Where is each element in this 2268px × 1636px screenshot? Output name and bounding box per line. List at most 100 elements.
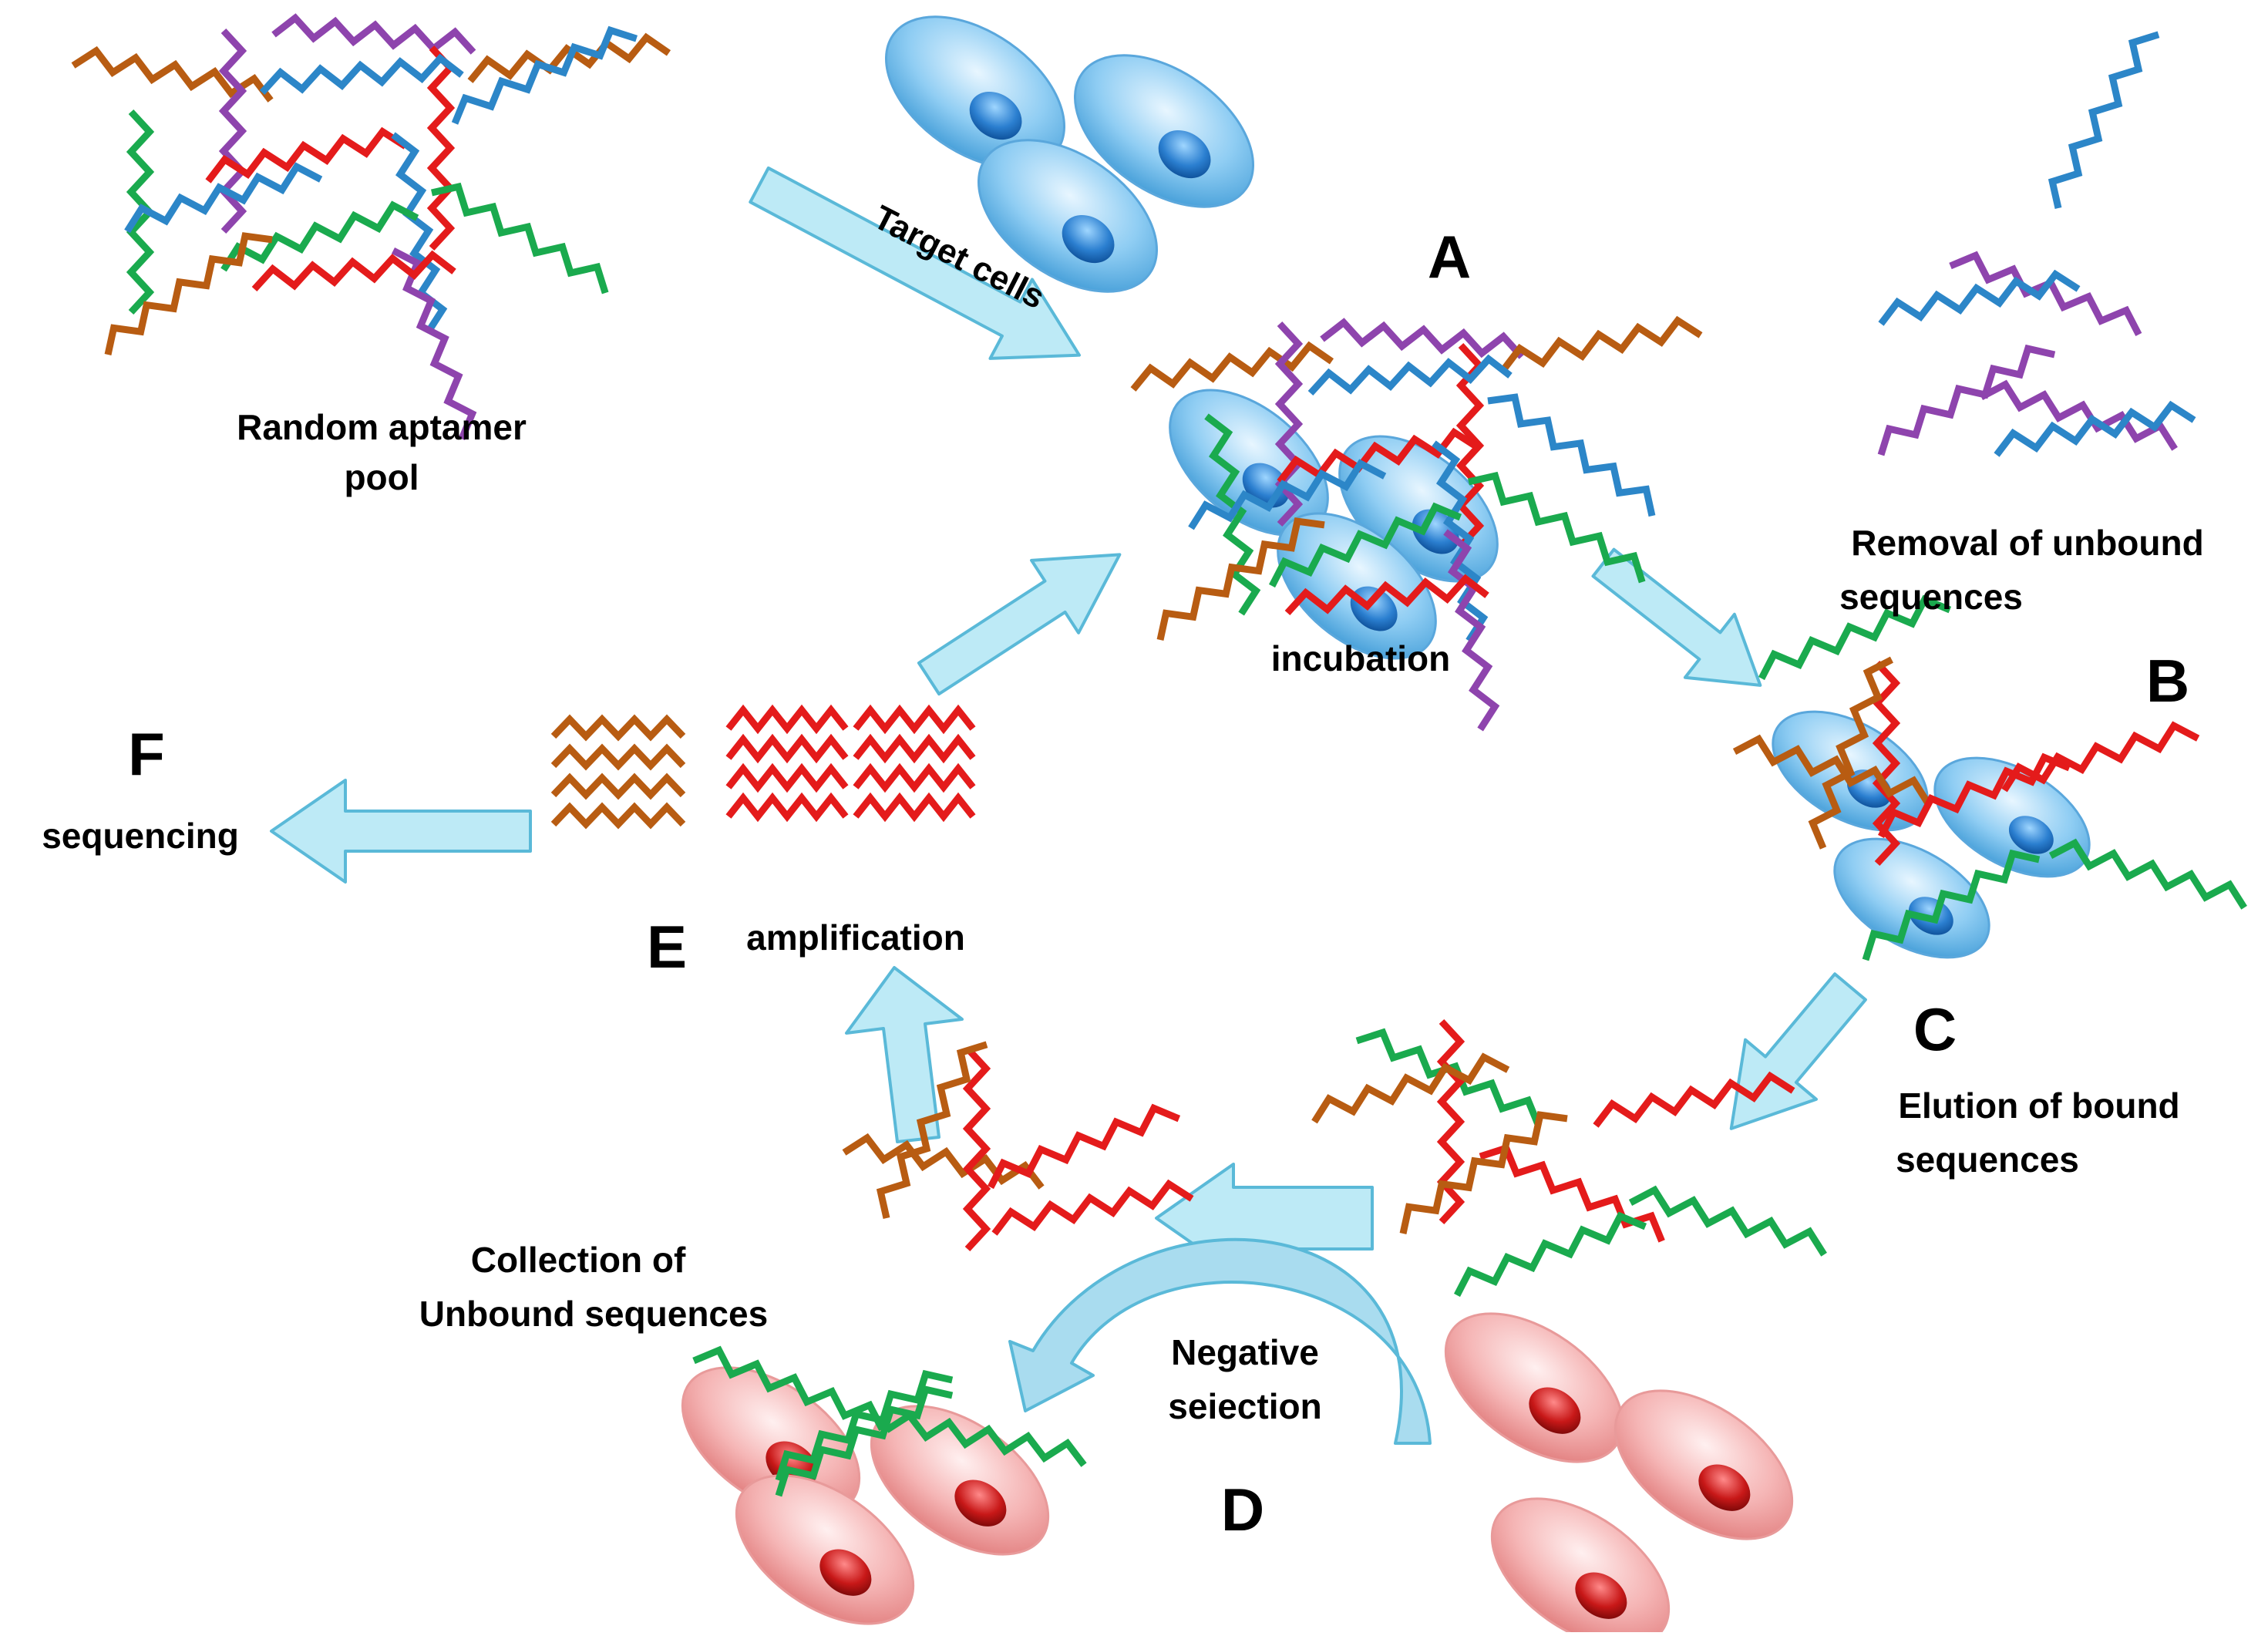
collection-label-line1: Collection of — [471, 1240, 686, 1280]
control-cell-nucleus — [1575, 1572, 1627, 1619]
negative-label-line1: Negative — [1171, 1332, 1319, 1372]
red-aptamer-strand — [725, 704, 849, 735]
target-cell-nucleus — [1158, 130, 1211, 179]
purple-aptamer-strand — [218, 28, 247, 234]
flow-arrows — [270, 166, 1867, 1445]
arrow-feedback-to-a — [917, 553, 1122, 696]
orange-aptamer-strand — [1732, 734, 1931, 806]
removal-label-line2: sequences — [1839, 577, 2023, 617]
target-cell — [1277, 512, 1437, 660]
aptamer-strands — [71, 13, 2247, 1497]
blue-aptamer-strand — [1188, 459, 1387, 530]
control-cell — [1614, 1389, 1794, 1540]
red-aptamer-strand — [1436, 1018, 1465, 1225]
red-aptamer-strand — [853, 762, 976, 793]
red-aptamer-strand — [1284, 574, 1489, 616]
orange-aptamer-strand — [550, 773, 686, 800]
orange-aptamer-strand — [550, 743, 686, 771]
target-cell-body — [977, 139, 1159, 293]
elution-label-line1: Elution of bound — [1898, 1086, 2179, 1126]
control-cell-nucleus — [1529, 1387, 1581, 1434]
green-aptamer-strand — [775, 1385, 954, 1497]
green-aptamer-strand — [1468, 471, 1646, 584]
blue-aptamer-strand — [1487, 393, 1656, 517]
green-aptamer-strand — [1862, 849, 2041, 961]
target-cell — [977, 139, 1159, 293]
blue-aptamer-strand — [1994, 400, 2196, 457]
blue-aptamer-strand — [1432, 440, 1489, 643]
control-cell — [870, 1405, 1050, 1556]
orange-aptamer-strand — [550, 714, 686, 742]
purple-aptamer-strand — [1320, 318, 1525, 359]
red-aptamer-strand — [962, 1045, 991, 1252]
red-aptamer-strand — [725, 792, 849, 823]
red-aptamer-strand — [2001, 721, 2200, 793]
arrow-negative-selection — [1008, 1237, 1432, 1445]
blue-aptamer-strand — [1307, 354, 1513, 396]
arrow-to-sequencing — [270, 779, 532, 884]
target-cell — [1073, 54, 1255, 208]
target-cell-body — [1277, 512, 1437, 660]
orange-aptamer-strand — [104, 232, 273, 355]
control-cell — [1444, 1312, 1624, 1463]
orange-aptamer-strand — [1500, 315, 1703, 372]
red-aptamer-strand — [991, 1179, 1194, 1236]
arrow-b-to-c — [1729, 972, 1867, 1130]
orange-aptamer-strand — [1808, 656, 1893, 850]
red-aptamer-strand — [853, 704, 976, 735]
green-aptamer-strand — [431, 182, 609, 295]
red-aptamer-strand — [205, 126, 408, 183]
target-cell-nucleus — [969, 91, 1022, 140]
incubation-label: incubation — [1271, 638, 1451, 678]
target-cell-body — [1073, 54, 1255, 208]
green-aptamer-strand — [1204, 413, 1261, 616]
target-cells — [884, 15, 2091, 959]
red-aptamer-strand — [426, 45, 456, 251]
target-cell-nucleus — [1350, 586, 1398, 631]
control-cell — [735, 1474, 915, 1625]
orange-aptamer-strand — [1399, 1111, 1568, 1234]
arrow-a-to-b — [1591, 547, 1762, 687]
green-aptamer-strand — [1355, 1028, 1542, 1127]
green-aptamer-strand — [1269, 502, 1462, 588]
purple-aptamer-strand — [1274, 321, 1304, 527]
target-cell — [884, 15, 1066, 170]
sequencing-label: sequencing — [42, 816, 239, 856]
arrow-to-amplification — [845, 966, 964, 1143]
pool-label-line2: pool — [344, 457, 419, 497]
step-b-letter: B — [2146, 647, 2189, 715]
blue-aptamer-strand — [124, 162, 323, 234]
control-cell-nucleus — [1698, 1464, 1751, 1511]
green-aptamer-strand — [1454, 1211, 1647, 1298]
green-aptamer-strand — [775, 1369, 954, 1482]
step-a-letter: A — [1428, 223, 1471, 291]
purple-aptamer-strand — [1443, 529, 1500, 732]
red-aptamer-strand — [1593, 1071, 1795, 1128]
blue-aptamer-strand — [451, 25, 638, 125]
blue-aptamer-strand — [259, 53, 464, 96]
green-aptamer-strand — [884, 1410, 1087, 1467]
green-aptamer-strand — [692, 1345, 886, 1431]
red-aptamer-strand — [988, 1103, 1181, 1190]
purple-aptamer-strand — [271, 13, 476, 55]
removal-label-line1: Removal of unbound — [1851, 523, 2203, 563]
blue-aptamer-strand — [2048, 31, 2160, 209]
elution-label-line2: sequences — [1896, 1139, 2079, 1180]
orange-aptamer-strand — [876, 1041, 988, 1219]
blue-aptamer-strand — [1878, 269, 2081, 326]
green-aptamer-strand — [2048, 838, 2247, 910]
orange-aptamer-strand — [550, 802, 686, 830]
green-aptamer-strand — [220, 200, 419, 272]
orange-aptamer-strand — [842, 1133, 1045, 1190]
green-aptamer-strand — [1628, 1185, 1827, 1257]
collection-label-line2: Unbound sequences — [419, 1294, 768, 1334]
step-e-letter: E — [647, 913, 687, 981]
red-aptamer-strand — [725, 762, 849, 793]
orange-aptamer-strand — [467, 32, 671, 83]
amplification-label: amplification — [746, 917, 965, 958]
negative-label-line2: seiection — [1168, 1386, 1321, 1426]
purple-aptamer-strand — [1979, 379, 2178, 451]
target-cell-nucleus — [2008, 816, 2054, 854]
